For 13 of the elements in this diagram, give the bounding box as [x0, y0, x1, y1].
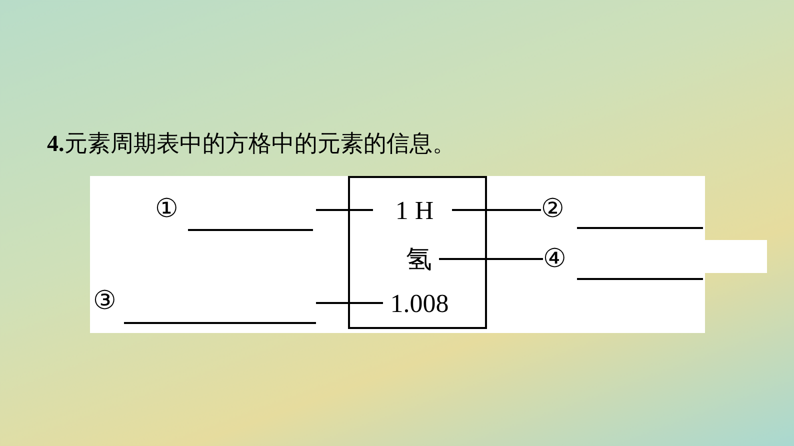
element-info-text: 1.008	[385, 289, 454, 319]
element-box	[348, 176, 487, 329]
circled-number: ①	[155, 194, 178, 224]
leader-line	[439, 258, 543, 260]
leader-line	[316, 209, 373, 211]
element-info-text: 1 H	[375, 196, 454, 226]
circled-number: ②	[541, 194, 564, 224]
leader-line	[452, 209, 541, 211]
title: 4.元素周期表中的方格中的元素的信息。	[47, 130, 456, 158]
element-info-text: 氢	[397, 245, 441, 275]
leader-line	[316, 302, 383, 304]
circled-number: ③	[93, 286, 116, 316]
circled-number: ④	[543, 244, 566, 274]
